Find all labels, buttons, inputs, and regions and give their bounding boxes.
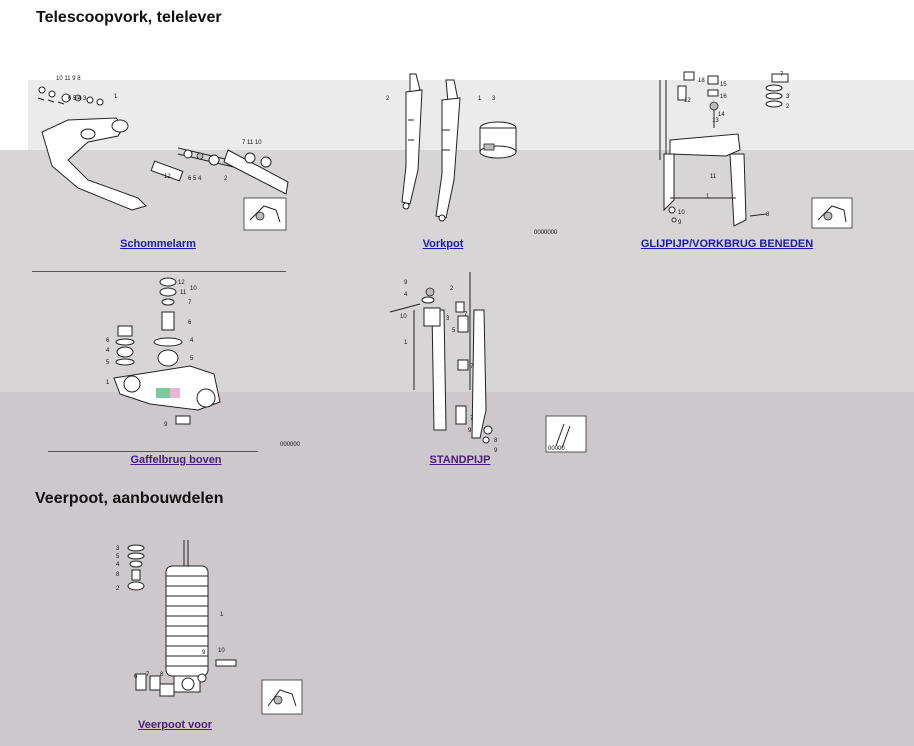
gaffelbrug-boven-diagram[interactable]: 12 10 117 6 4 5 6 4 5 1 9 000000 xyxy=(30,270,310,450)
svg-text:7: 7 xyxy=(188,300,192,306)
svg-text:8: 8 xyxy=(766,212,770,218)
svg-text:9: 9 xyxy=(494,448,498,454)
svg-text:10 11 9 8: 10 11 9 8 xyxy=(56,76,81,82)
svg-text:10: 10 xyxy=(218,648,225,654)
vorkpot-diagram[interactable]: 2 1 3 0000000 xyxy=(380,70,560,240)
svg-text:2: 2 xyxy=(450,286,454,292)
svg-text:7: 7 xyxy=(146,672,150,678)
svg-text:000000: 000000 xyxy=(280,442,301,448)
background-band-top xyxy=(28,80,914,150)
svg-text:9: 9 xyxy=(164,422,168,428)
divider-line-lower xyxy=(48,451,258,452)
svg-text:9: 9 xyxy=(678,220,682,226)
veerpoot-voor-diagram[interactable]: 3 5 4 8 2 1 6 7 8 9 10 xyxy=(104,536,314,716)
detail-thumbnail-icon: 00000 xyxy=(545,415,587,453)
link-schommelarm[interactable]: Schommelarm xyxy=(120,238,196,250)
svg-text:2: 2 xyxy=(786,104,790,110)
link-vorkpot[interactable]: Vorkpot xyxy=(422,238,464,250)
svg-text:1: 1 xyxy=(114,94,118,100)
detail-thumbnail-icon xyxy=(243,197,287,231)
svg-text:1: 1 xyxy=(478,96,482,102)
upper-fork-bridge-drawing: 12 10 117 6 4 5 6 4 5 1 9 000000 xyxy=(106,277,301,448)
svg-text:1: 1 xyxy=(106,380,110,386)
link-glijpijp-vorkbrug-beneden[interactable]: GLIJPIJP/VORKBRUG BENEDEN xyxy=(640,238,814,250)
svg-text:10: 10 xyxy=(678,210,685,216)
svg-text:6 5 4: 6 5 4 xyxy=(188,176,202,182)
part-cell-veerpoot-voor[interactable]: 3 5 4 8 2 1 6 7 8 9 10 Veerpoot voor xyxy=(104,536,314,736)
standpijp-diagram[interactable]: 9 4 10 1 2 7 35 7 7 9 8 9 00000 xyxy=(380,270,600,460)
svg-text:5: 5 xyxy=(116,554,120,560)
svg-text:7: 7 xyxy=(464,312,468,318)
svg-text:10: 10 xyxy=(190,286,197,292)
svg-text:1: 1 xyxy=(404,340,408,346)
svg-text:11: 11 xyxy=(710,174,717,180)
svg-text:6: 6 xyxy=(188,320,192,326)
part-cell-schommelarm[interactable]: 10 11 9 8 6 5 4 3 1 12 6 5 4 2 7 11 10 S… xyxy=(28,70,298,260)
svg-text:3: 3 xyxy=(446,316,450,322)
part-cell-vorkpot[interactable]: 2 1 3 0000000 Vorkpot xyxy=(380,70,560,260)
svg-text:5: 5 xyxy=(452,328,456,334)
svg-text:16: 16 xyxy=(720,94,727,100)
svg-text:1: 1 xyxy=(220,612,224,618)
svg-text:1: 1 xyxy=(706,194,710,200)
svg-text:2: 2 xyxy=(116,586,120,592)
svg-text:7: 7 xyxy=(780,72,784,78)
svg-text:9: 9 xyxy=(404,280,408,286)
schommelarm-diagram[interactable]: 10 11 9 8 6 5 4 3 1 12 6 5 4 2 7 11 10 xyxy=(28,70,298,240)
section-title-telescoopvork: Telescoopvork, telelever xyxy=(36,9,222,26)
svg-text:14: 14 xyxy=(718,112,725,118)
detail-thumbnail-icon xyxy=(811,197,853,229)
fork-tubes-drawing: 2 1 3 0000000 xyxy=(386,73,558,236)
svg-text:13: 13 xyxy=(712,118,719,124)
svg-text:2: 2 xyxy=(224,176,228,182)
svg-text:15: 15 xyxy=(720,82,727,88)
svg-text:9: 9 xyxy=(468,428,472,434)
svg-text:6 5 4 3: 6 5 4 3 xyxy=(68,96,87,102)
svg-text:4: 4 xyxy=(190,338,194,344)
svg-text:7: 7 xyxy=(470,416,474,422)
svg-text:12: 12 xyxy=(684,98,691,104)
link-gaffelbrug-boven[interactable]: Gaffelbrug boven xyxy=(130,454,222,466)
svg-text:18: 18 xyxy=(698,78,705,84)
link-veerpoot-voor[interactable]: Veerpoot voor xyxy=(138,719,212,731)
section-title-veerpoot: Veerpoot, aanbouwdelen xyxy=(35,490,224,507)
detail-thumbnail-icon xyxy=(261,679,303,715)
svg-text:3: 3 xyxy=(492,96,496,102)
swingarm-drawing: 10 11 9 8 6 5 4 3 1 12 6 5 4 2 7 11 10 xyxy=(37,76,289,211)
svg-text:00000: 00000 xyxy=(548,446,565,452)
svg-text:4: 4 xyxy=(404,292,408,298)
svg-text:5: 5 xyxy=(106,360,110,366)
svg-text:11: 11 xyxy=(180,290,187,296)
svg-text:8: 8 xyxy=(160,672,164,678)
svg-text:8: 8 xyxy=(116,572,120,578)
svg-text:12: 12 xyxy=(178,280,185,286)
svg-text:6: 6 xyxy=(106,338,110,344)
svg-text:3: 3 xyxy=(786,94,790,100)
svg-text:8: 8 xyxy=(494,438,498,444)
svg-text:3: 3 xyxy=(116,546,120,552)
divider-line xyxy=(32,271,286,272)
svg-text:4: 4 xyxy=(106,348,110,354)
svg-text:10: 10 xyxy=(400,314,407,320)
svg-text:2: 2 xyxy=(386,96,390,102)
svg-text:4: 4 xyxy=(116,562,120,568)
svg-text:12: 12 xyxy=(164,174,171,180)
svg-text:0000000: 0000000 xyxy=(534,230,558,236)
shock-absorber-drawing: 3 5 4 8 2 1 6 7 8 9 10 xyxy=(116,540,237,697)
svg-text:5: 5 xyxy=(190,356,194,362)
svg-text:9: 9 xyxy=(202,650,206,656)
svg-text:6: 6 xyxy=(134,674,138,680)
link-standpijp[interactable]: STANDPIJP xyxy=(429,454,491,466)
svg-text:7 11 10: 7 11 10 xyxy=(242,140,262,146)
stanchion-tube-drawing: 9 4 10 1 2 7 35 7 7 9 8 9 xyxy=(389,272,498,454)
svg-text:7: 7 xyxy=(470,364,474,370)
